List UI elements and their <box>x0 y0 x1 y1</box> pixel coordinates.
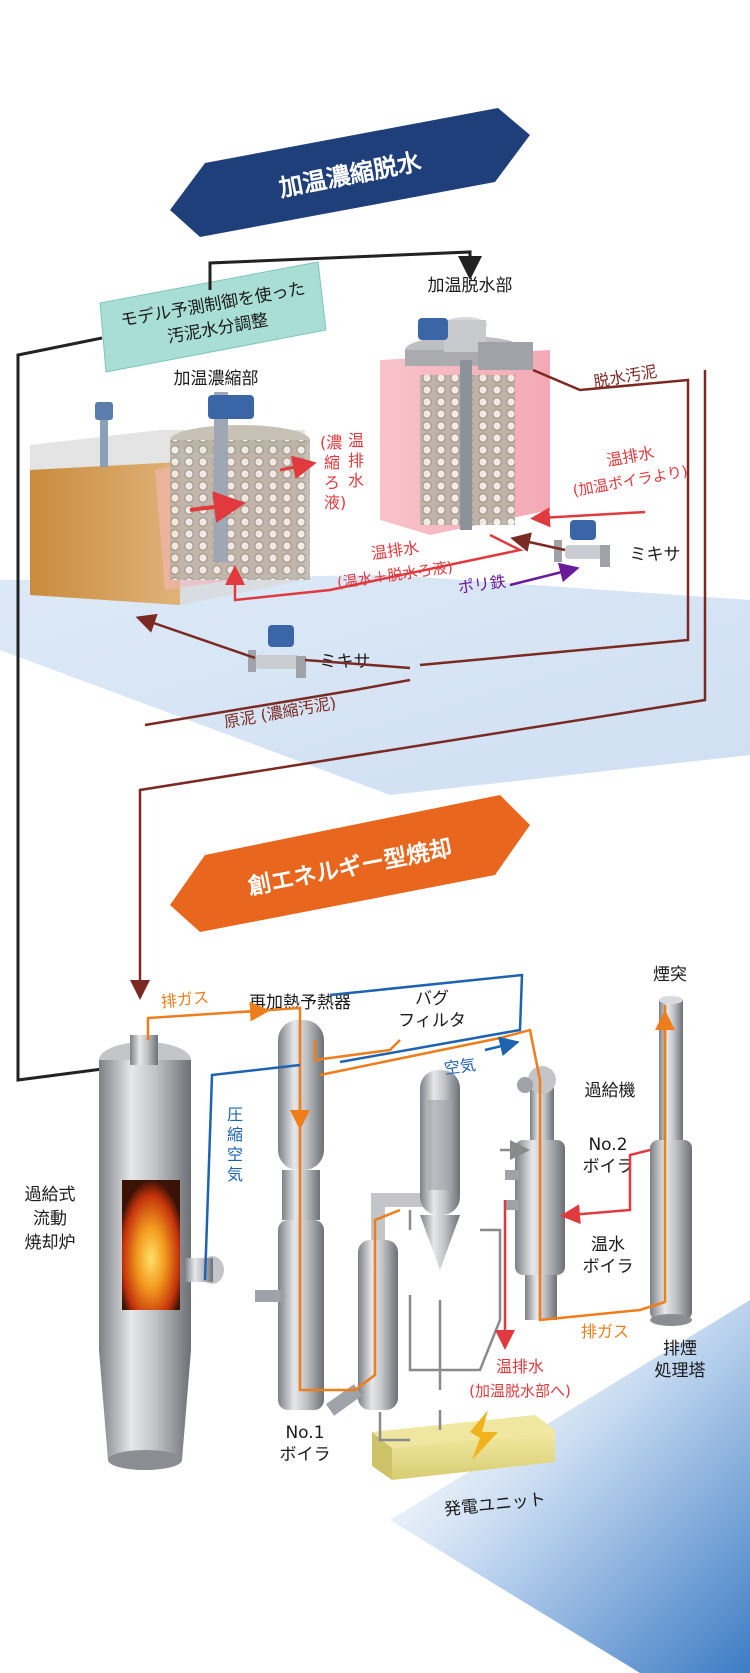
chimney-label: 煙突 <box>653 965 687 985</box>
svg-text:No.2: No.2 <box>588 1135 627 1155</box>
flue-gas-tower-label: 排煙 処理塔 <box>655 1339 706 1381</box>
svg-text:No.1: No.1 <box>285 1423 324 1443</box>
no1-boiler-label: No.1 ボイラ <box>280 1423 331 1465</box>
control-line-to-furnace <box>16 336 111 1082</box>
svg-text:縮: 縮 <box>227 1125 243 1144</box>
svg-text:気: 気 <box>227 1165 243 1184</box>
svg-text:空: 空 <box>227 1145 243 1164</box>
svg-text:(濃: (濃 <box>320 433 342 452</box>
no2-boiler <box>505 1140 565 1320</box>
svg-text:温排水: 温排水 <box>605 443 656 470</box>
mixer-2-line <box>510 532 566 552</box>
mixer-1 <box>248 625 306 678</box>
dewatered-sludge-line <box>419 368 690 667</box>
warm-water-boiler-feed <box>560 1148 651 1225</box>
bag-filter-label: バグ フィルタ <box>398 989 466 1031</box>
power-unit <box>372 1410 555 1480</box>
dewatering-unit-label: 加温脱水部 <box>428 276 513 296</box>
svg-text:(加温ボイラより): (加温ボイラより) <box>571 462 689 500</box>
svg-text:圧: 圧 <box>227 1105 243 1124</box>
bag-filter <box>420 1070 460 1270</box>
raw-sludge-line <box>145 620 411 670</box>
svg-text:焼却炉: 焼却炉 <box>25 1233 76 1253</box>
warm-effluent-boiler: 温排水 (加温ボイラより) <box>571 443 689 500</box>
supercharger-label: 過給機 <box>585 1081 636 1101</box>
warm-effluent-out-label: 温排水 (加温脱水部へ) <box>469 1357 571 1400</box>
mixer-2 <box>554 520 610 567</box>
svg-text:ボイラ: ボイラ <box>583 1257 634 1277</box>
svg-text:縮: 縮 <box>324 453 340 472</box>
no2-boiler-label: No.2 ボイラ <box>583 1135 634 1177</box>
svg-text:温水: 温水 <box>591 1235 625 1255</box>
exhaust-gas-arrow-1 <box>239 1001 270 1022</box>
top-banner: 加温濃縮脱水 <box>170 108 530 237</box>
svg-text:ボイラ: ボイラ <box>583 1157 634 1177</box>
polyferric-arrow <box>509 562 580 587</box>
control-box: モデル予測制御を使った 汚泥水分調整 <box>99 261 327 373</box>
concentration-unit-label: 加温濃縮部 <box>174 369 259 389</box>
no1-boiler <box>255 1020 324 1410</box>
bottom-floor-plane <box>390 1300 750 1673</box>
svg-text:水: 水 <box>348 471 364 490</box>
svg-text:ろ: ろ <box>324 473 340 492</box>
secondary-column <box>325 1193 425 1416</box>
svg-text:(加温脱水部へ): (加温脱水部へ) <box>469 1382 571 1400</box>
svg-text:温: 温 <box>348 431 364 450</box>
svg-text:ボイラ: ボイラ <box>280 1445 331 1465</box>
exhaust-gas-label-1: 排ガス <box>160 988 210 1012</box>
svg-text:処理塔: 処理塔 <box>655 1361 706 1381</box>
svg-text:バグ: バグ <box>415 989 449 1009</box>
air-label: 空気 <box>443 1055 477 1078</box>
svg-text:液): 液) <box>324 493 346 512</box>
svg-text:温排水: 温排水 <box>496 1357 544 1376</box>
sludge-to-furnace-line <box>130 370 707 1000</box>
svg-text:排: 排 <box>348 451 364 470</box>
warm-effluent-filtrate: 温 排 水 (濃 縮 ろ 液) <box>320 431 364 512</box>
air-arrow <box>484 1036 520 1057</box>
reheat-preheater-label: 再加熱予熱器 <box>249 993 351 1013</box>
raw-sludge-inflow-line <box>144 678 411 727</box>
supercharger <box>517 1066 556 1140</box>
bottom-banner: 創エネルギー型焼却 <box>170 795 530 932</box>
concentration-tank <box>30 392 317 605</box>
warm-effluent-boiler-line <box>530 507 646 528</box>
chimney <box>650 996 692 1326</box>
air-line <box>203 973 524 1281</box>
svg-text:フィルタ: フィルタ <box>398 1011 466 1031</box>
warm-water-boiler-label: 温水 ボイラ <box>583 1235 634 1277</box>
svg-text:排煙: 排煙 <box>663 1339 697 1359</box>
warm-effluent-mix-line <box>225 533 524 602</box>
dewatering-unit <box>380 317 550 535</box>
control-line <box>208 250 482 290</box>
svg-text:過給式: 過給式 <box>25 1185 76 1205</box>
svg-text:流動: 流動 <box>33 1209 67 1229</box>
furnace-label: 過給式 流動 焼却炉 <box>25 1185 76 1253</box>
top-floor-plane <box>0 575 750 795</box>
exhaust-gas-label-2: 排ガス <box>581 1322 629 1341</box>
svg-text:温排水: 温排水 <box>370 538 420 563</box>
mixer-2-label: ミキサ <box>630 545 681 565</box>
compressed-air-label: 圧 縮 空 気 <box>227 1105 243 1184</box>
steam-line <box>378 1210 502 1442</box>
